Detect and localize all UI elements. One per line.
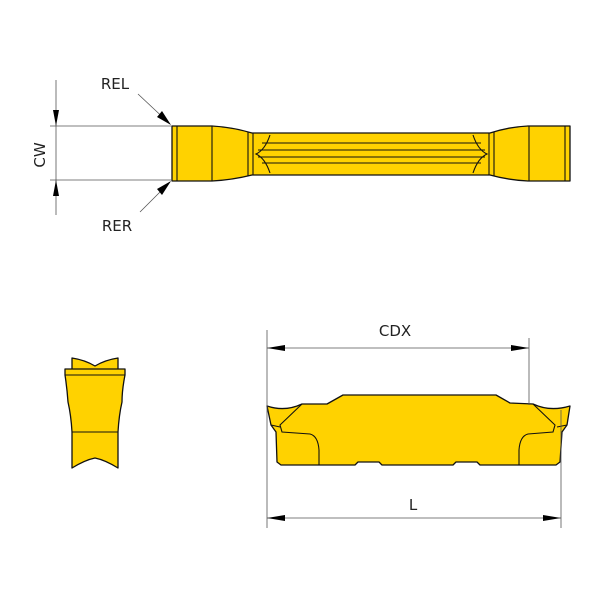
front-view bbox=[266, 394, 571, 466]
arrow-icon bbox=[267, 345, 285, 351]
arrow-icon bbox=[53, 180, 59, 196]
side-view bbox=[64, 357, 126, 469]
cw-label: CW bbox=[31, 142, 49, 167]
arrow-icon bbox=[267, 515, 285, 521]
l-label: L bbox=[409, 496, 418, 514]
arrow-icon bbox=[511, 345, 529, 351]
arrow-icon bbox=[53, 110, 59, 126]
cdx-dimension: CDX bbox=[266, 322, 530, 528]
cdx-label: CDX bbox=[379, 322, 411, 340]
l-dimension: L bbox=[267, 410, 562, 528]
arrow-icon bbox=[543, 515, 561, 521]
cw-dimension: CW bbox=[31, 80, 172, 215]
rel-label: REL bbox=[101, 75, 130, 93]
arrow-icon bbox=[157, 111, 171, 125]
top-view bbox=[171, 125, 571, 182]
rel-dimension: REL bbox=[101, 75, 171, 125]
arrow-icon bbox=[157, 181, 171, 195]
rer-dimension: RER bbox=[102, 181, 171, 235]
rer-label: RER bbox=[102, 217, 132, 235]
